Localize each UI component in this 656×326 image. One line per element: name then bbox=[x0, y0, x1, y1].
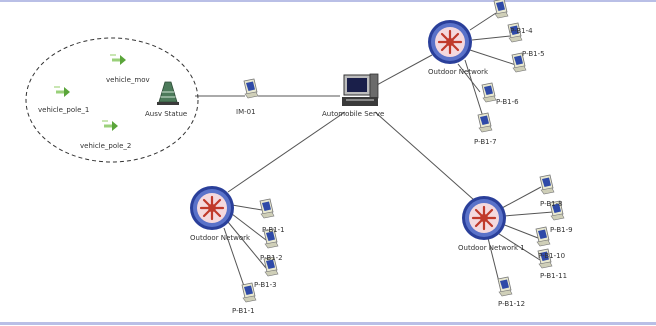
hub-label: Outdoor Network bbox=[190, 234, 251, 242]
frame-bottom-border bbox=[0, 322, 656, 325]
vehicle-arrow-icon[interactable] bbox=[102, 120, 118, 131]
gateway-label: Ausv Statue bbox=[145, 110, 188, 118]
vehicle-label: vehicle_mov bbox=[106, 76, 150, 84]
vehicle-label: vehicle_pole_1 bbox=[38, 106, 90, 114]
terminal-label: P-B1-4 bbox=[510, 27, 533, 35]
terminal-icon[interactable] bbox=[535, 226, 551, 247]
server-label: Automobile Serve bbox=[322, 110, 385, 118]
vehicle-label: vehicle_pole_2 bbox=[80, 142, 132, 150]
vehicle-area-boundary bbox=[25, 37, 199, 163]
switch-hub-icon[interactable] bbox=[188, 184, 236, 232]
terminal-label: P-B1-10 bbox=[538, 252, 566, 260]
terminal-icon[interactable] bbox=[259, 198, 275, 219]
server-icon[interactable] bbox=[342, 73, 379, 106]
gateway-station-icon[interactable] bbox=[157, 81, 179, 105]
link-server-to-hub-left bbox=[227, 111, 346, 193]
links bbox=[195, 12, 554, 293]
terminal-icon[interactable] bbox=[481, 82, 497, 103]
terminal-label: P-B1-1 bbox=[232, 307, 255, 315]
terminal-label: P-B1-12 bbox=[498, 300, 526, 308]
terminal-label: P-B1-1 bbox=[262, 226, 285, 234]
vehicle-arrow-icon[interactable] bbox=[54, 86, 70, 97]
terminal-label: P-B1-9 bbox=[550, 226, 573, 234]
link-server-to-hub-top bbox=[374, 54, 433, 87]
terminal-label: P-B1-11 bbox=[540, 272, 568, 280]
hub-label: Outdoor Network bbox=[428, 68, 489, 76]
switch-hub-icon[interactable] bbox=[460, 194, 508, 242]
terminal-icon[interactable] bbox=[493, 0, 509, 19]
terminal-icon[interactable] bbox=[243, 78, 259, 99]
vehicle-arrow-icon[interactable] bbox=[110, 54, 126, 65]
terminal-icon[interactable] bbox=[477, 112, 493, 133]
terminal-icon[interactable] bbox=[539, 174, 555, 195]
terminal-icon[interactable] bbox=[497, 276, 513, 297]
terminal-label: IM-01 bbox=[236, 108, 256, 116]
link-server-to-hub-right bbox=[374, 111, 475, 201]
hub-label: Outdoor Network 1 bbox=[458, 244, 525, 252]
terminal-label: P-B1-3 bbox=[254, 281, 277, 289]
switch-hub-icon[interactable] bbox=[426, 18, 474, 66]
terminal-label: P-B1-7 bbox=[474, 138, 497, 146]
terminal-label: P-B1-8 bbox=[540, 200, 563, 208]
frame-top-border bbox=[0, 0, 656, 2]
terminal-label: P-B1-5 bbox=[522, 50, 545, 58]
terminal-label: P-B1-6 bbox=[496, 98, 519, 106]
terminal-label: P-B1-2 bbox=[260, 254, 283, 262]
